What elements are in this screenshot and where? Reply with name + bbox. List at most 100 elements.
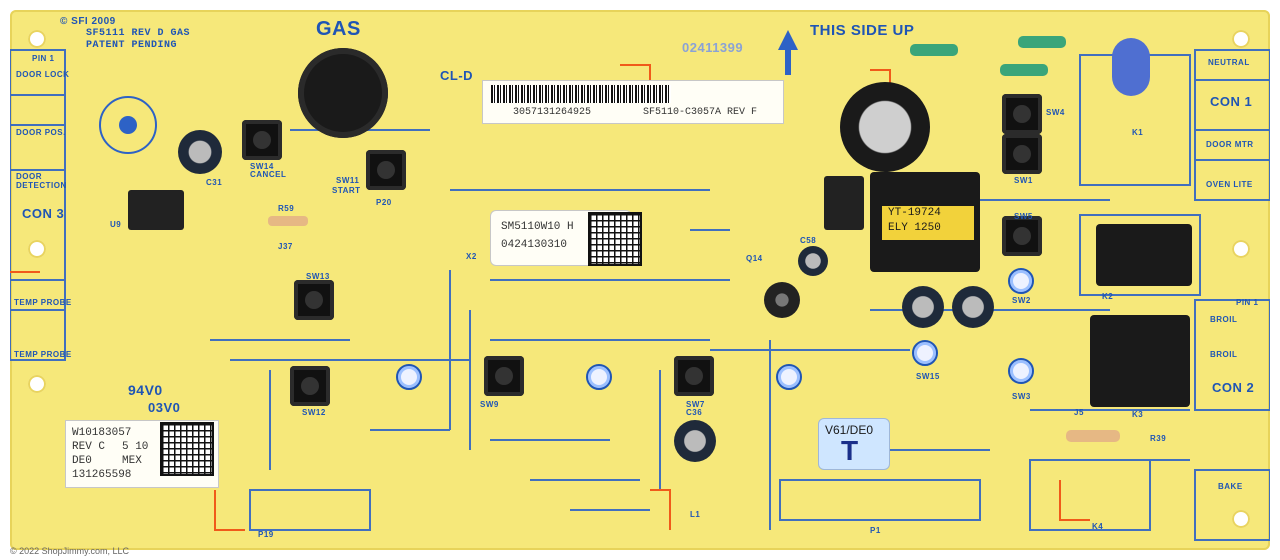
ref-r59: R59 xyxy=(278,204,295,213)
qr-code-middle xyxy=(588,212,642,266)
transformer-line2: ELY 1250 xyxy=(888,222,941,234)
ref-c36: C36 xyxy=(686,408,703,417)
ref-k1: K1 xyxy=(1132,128,1144,137)
con1-label: CON 1 xyxy=(1210,94,1253,109)
ref-sw14: SW14 xyxy=(250,162,274,171)
door-detection-label: DOOR DETECTION xyxy=(16,172,67,190)
resistor-green-2 xyxy=(1018,36,1066,48)
sticker-bl-line3b: MEX xyxy=(122,455,142,467)
ref-p19: P19 xyxy=(258,530,274,539)
sticker-bl-line3a: DE0 xyxy=(72,455,92,467)
gas-label: GAS xyxy=(316,18,361,40)
sticker-bl-line1: W10183057 xyxy=(72,427,132,439)
ref-sw15: SW15 xyxy=(916,372,940,381)
ref-sw1: SW1 xyxy=(1014,176,1033,185)
ref-k3: K3 xyxy=(1132,410,1144,419)
broil-bottom-label: BROIL xyxy=(1210,350,1238,359)
broil-top-label: BROIL xyxy=(1210,315,1238,324)
switch-sw7[interactable] xyxy=(674,356,714,396)
led-sw15 xyxy=(912,340,938,366)
switch-sw9[interactable] xyxy=(484,356,524,396)
switch-sw13[interactable] xyxy=(294,280,334,320)
mount-hole xyxy=(1232,30,1250,48)
this-side-up-label: THIS SIDE UP xyxy=(810,22,915,39)
barcode-label-top: 3057131264925 SF5110-C3057A REV F xyxy=(482,80,784,124)
ref-x2: X2 xyxy=(466,252,477,261)
switch-sw4[interactable] xyxy=(1002,94,1042,134)
mount-hole xyxy=(1232,510,1250,528)
led-center xyxy=(586,364,612,390)
sticker-bl-line2a: REV C xyxy=(72,441,106,453)
ref-sw3: SW3 xyxy=(1012,392,1031,401)
resistor-r59 xyxy=(268,216,308,226)
v61-sticker: V61/DE0 T xyxy=(818,418,890,470)
ref-sw12: SW12 xyxy=(302,408,326,417)
switch-sw5[interactable] xyxy=(1002,216,1042,256)
ref-sw4: SW4 xyxy=(1046,108,1065,117)
copyright-bottom: © 2022 ShopJimmy.com, LLC xyxy=(10,546,130,556)
ref-u9: U9 xyxy=(110,220,122,229)
transformer-line1: YT-19724 xyxy=(888,207,941,219)
model-line: SF5111 REV D GAS xyxy=(86,28,191,39)
capacitor-c31 xyxy=(178,130,222,174)
copyright-top: © SFI 2009 xyxy=(60,16,116,27)
oven-lite-label: OVEN LITE xyxy=(1206,180,1253,189)
start-label: START xyxy=(332,186,361,195)
switch-sw1[interactable] xyxy=(1002,134,1042,174)
resistor-r39 xyxy=(1066,430,1120,442)
transformer: YT-19724 ELY 1250 xyxy=(870,172,980,272)
ref-sw9: SW9 xyxy=(480,400,499,409)
con2-label: CON 2 xyxy=(1212,380,1255,395)
sticker-middle-line1: SM5110W10 H xyxy=(501,221,574,233)
ref-c31: C31 xyxy=(206,178,223,187)
94v0-label: 94V0 xyxy=(128,382,163,398)
03v0-label: 03V0 xyxy=(148,400,181,415)
led-sw3 xyxy=(1008,358,1034,384)
mount-hole xyxy=(28,30,46,48)
ref-j37: J37 xyxy=(278,242,293,251)
door-mtr-label: DOOR MTR xyxy=(1206,140,1254,149)
switch-sw12[interactable] xyxy=(290,366,330,406)
v61-text: V61/DE0 xyxy=(825,423,874,437)
ic-u9 xyxy=(128,190,184,230)
ref-p1: P1 xyxy=(870,526,881,535)
ref-k4: K4 xyxy=(1092,522,1104,531)
sticker-middle-line2: 0424130310 xyxy=(501,239,568,251)
temp-probe-top-label: TEMP PROBE xyxy=(14,298,72,307)
capacitor-c36 xyxy=(674,420,716,462)
relay-k2 xyxy=(1096,224,1192,286)
ref-sw2: SW2 xyxy=(1012,296,1031,305)
ref-r39: R39 xyxy=(1150,434,1167,443)
large-capacitor xyxy=(840,82,930,172)
temp-probe-bottom-label: TEMP PROBE xyxy=(14,350,72,359)
door-lock-label: DOOR LOCK xyxy=(16,70,70,79)
transformer-label: YT-19724 ELY 1250 xyxy=(882,206,974,240)
led-sw2 xyxy=(1008,268,1034,294)
cancel-label: CANCEL xyxy=(250,170,287,179)
switch-sw11-start[interactable] xyxy=(366,150,406,190)
door-pos-label: DOOR POS. xyxy=(16,128,66,137)
ic-mid xyxy=(824,176,864,230)
switch-sw14-cancel[interactable] xyxy=(242,120,282,160)
mount-hole xyxy=(28,375,46,393)
pcb-silkscreen-traces xyxy=(10,30,1270,541)
con3-label: CON 3 xyxy=(22,206,65,221)
ref-j5: J5 xyxy=(1074,408,1084,417)
buzzer xyxy=(298,48,388,138)
led-left xyxy=(396,364,422,390)
ref-c58: C58 xyxy=(800,236,817,245)
qr-code-bottom-left xyxy=(160,422,214,476)
bake-label: BAKE xyxy=(1218,482,1243,491)
sticker-bl-line2b: 5 10 xyxy=(122,441,149,453)
handwritten-number: 02411399 xyxy=(682,40,744,55)
tag-t-text: T xyxy=(841,435,859,466)
mount-hole xyxy=(1232,240,1250,258)
ref-l1: L1 xyxy=(690,510,701,519)
led-right xyxy=(776,364,802,390)
cld-label: CL-D xyxy=(440,68,474,83)
pin1-right-label: PIN 1 xyxy=(1236,298,1259,307)
ref-k2: K2 xyxy=(1102,292,1114,301)
capacitor-blue xyxy=(1112,38,1150,96)
pin1-left-label: PIN 1 xyxy=(32,54,55,63)
